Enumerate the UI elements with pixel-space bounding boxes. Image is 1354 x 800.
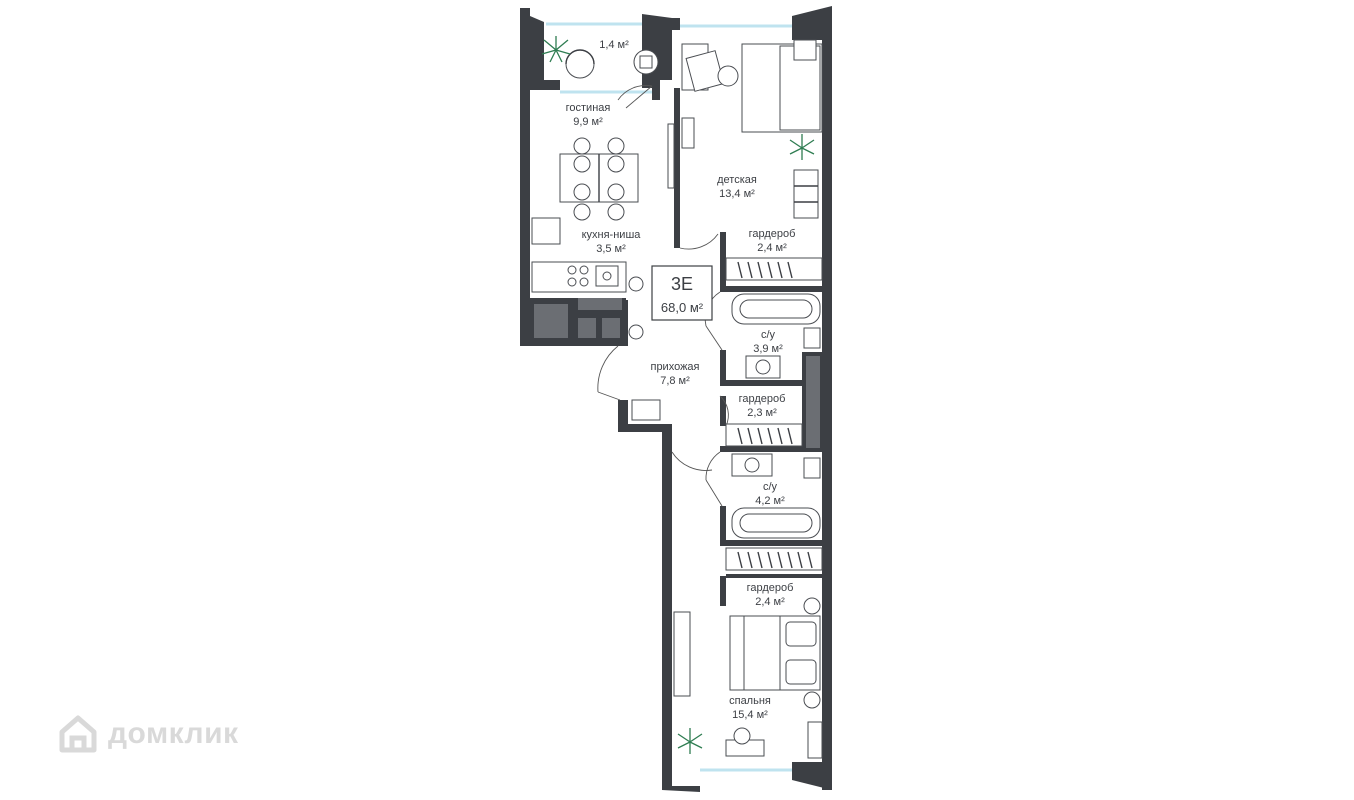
kitchen-area-label: 3,5 м²: [596, 243, 626, 255]
bedroom-name-label: спальня: [729, 695, 771, 707]
wardrobe1-area-label: 2,4 м²: [757, 242, 787, 254]
furniture: [531, 39, 823, 759]
apartment-code: 3E: [671, 274, 693, 294]
hall-name-label: прихожая: [650, 361, 699, 373]
brand-watermark: домклик: [58, 714, 239, 754]
bath1-name-label: с/у: [761, 329, 776, 341]
brand-name: домклик: [108, 717, 239, 750]
wardrobe2-area-label: 2,3 м²: [747, 407, 777, 419]
doors: [597, 85, 729, 507]
bath1-area-label: 3,9 м²: [753, 343, 783, 355]
wardrobe3-name-label: гардероб: [747, 582, 794, 594]
apartment-badge: 3E 68,0 м²: [651, 265, 713, 321]
wardrobe3-area-label: 2,4 м²: [755, 596, 785, 608]
bath2-name-label: с/у: [763, 481, 778, 493]
house-logo-icon: [59, 715, 97, 753]
living-name-label: гостиная: [566, 102, 611, 114]
living-area-label: 9,9 м²: [573, 116, 603, 128]
kids-area-label: 13,4 м²: [719, 188, 755, 200]
wardrobe2-name-label: гардероб: [739, 393, 786, 405]
kitchen-name-label: кухня-ниша: [582, 229, 642, 241]
wardrobe1-name-label: гардероб: [749, 228, 796, 240]
balcony-area-label: 1,4 м²: [599, 39, 629, 51]
hall-area-label: 7,8 м²: [660, 375, 690, 387]
bedroom-area-label: 15,4 м²: [732, 709, 768, 721]
apartment-area: 68,0 м²: [661, 300, 704, 315]
room-labels: 1,4 м² гостиная 9,9 м² кухня-ниша 3,5 м²…: [566, 39, 796, 721]
kids-name-label: детская: [717, 174, 757, 186]
bath2-area-label: 4,2 м²: [755, 495, 785, 507]
windows: [546, 22, 792, 772]
plants: [541, 36, 815, 754]
